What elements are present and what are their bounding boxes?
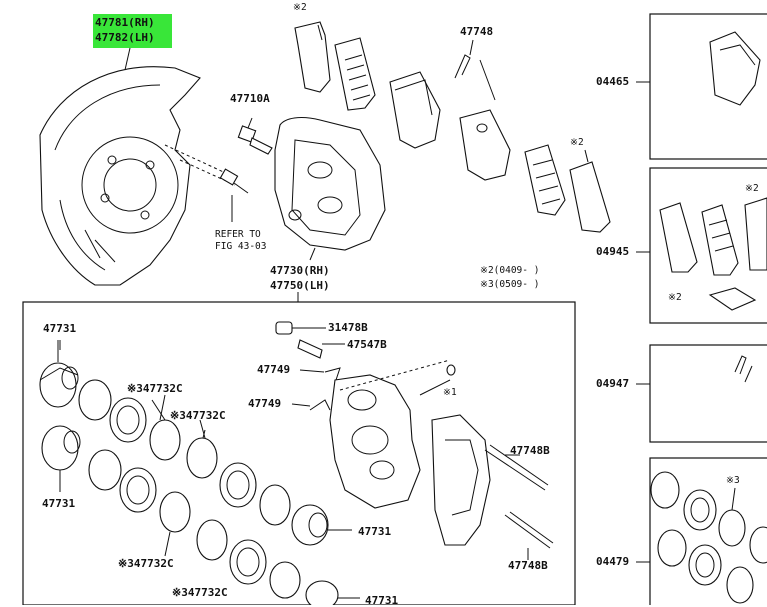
label-caliper-rh: 47730(RH): [270, 264, 330, 277]
label-47547b: 47547B: [347, 338, 387, 351]
label-refer-1: REFER TO: [215, 229, 261, 240]
bleeder-cap-31478b[interactable]: [275, 321, 326, 335]
seal-left-2[interactable]: [109, 397, 147, 443]
label-kit-04947: 04947: [596, 377, 630, 390]
kit-box-04465: [649, 13, 767, 160]
kit-04479-seals[interactable]: [650, 471, 767, 604]
label-note2-kit-b: ※2: [668, 292, 682, 303]
label-47732c-d: ※347732C: [172, 586, 228, 599]
label-note3-date: ※3(0509- ): [480, 279, 540, 290]
caliper-kit-box: [22, 301, 576, 605]
kit-box-04945: [649, 167, 767, 324]
seal-center-4[interactable]: [229, 539, 267, 585]
kit-04465-pad[interactable]: [709, 31, 761, 106]
label-47710a: 47710A: [230, 92, 270, 105]
brake-pad-shim-top-3[interactable]: [524, 144, 566, 216]
bleeder-plug-47547b[interactable]: [297, 339, 345, 359]
shield-bolt[interactable]: [219, 168, 249, 222]
seal-center-3[interactable]: [196, 519, 228, 561]
caliper-assembly-top[interactable]: [274, 116, 386, 261]
piston-center-2[interactable]: [305, 580, 360, 605]
brake-pad-shim-top-2[interactable]: [334, 37, 376, 111]
kit-04945-shims[interactable]: [659, 197, 767, 311]
caliper-bracket[interactable]: [431, 414, 491, 546]
seal-left-6[interactable]: [119, 467, 157, 513]
seal-left-7[interactable]: [159, 491, 191, 533]
label-47749-a: 47749: [257, 363, 291, 376]
seal-center-5[interactable]: [269, 561, 301, 599]
piston-left-bottom[interactable]: [41, 425, 81, 492]
label-47731-d: 47731: [365, 594, 399, 607]
seal-left-5[interactable]: [88, 449, 122, 491]
brake-pad-shim-top[interactable]: [294, 21, 331, 93]
caliper-body[interactable]: [329, 374, 451, 509]
clip-47749-a[interactable]: [324, 367, 341, 381]
label-31478b: 31478B: [328, 321, 368, 334]
label-shield-lh: 47782(LH): [95, 31, 155, 44]
dust-shield[interactable]: [39, 47, 201, 286]
clip-47749-b[interactable]: [309, 399, 331, 411]
kit-04947-clip[interactable]: [734, 355, 753, 383]
label-note1: ※1: [443, 387, 457, 398]
pin-47748b-top[interactable]: [484, 444, 549, 491]
label-47731-b: 47731: [42, 497, 76, 510]
kit-box-04479: [649, 457, 767, 605]
label-47732c-a: ※347732C: [127, 382, 183, 395]
piston-left-top[interactable]: [39, 340, 79, 408]
label-kit-04465: 04465: [596, 75, 630, 88]
label-47748b-a: 47748B: [510, 444, 550, 457]
part-number-highlight: [93, 14, 172, 48]
kit-box-04947: [649, 344, 767, 443]
label-47731-c: 47731: [358, 525, 392, 538]
label-kit-04479: 04479: [596, 555, 630, 568]
label-note2-kit: ※2: [745, 183, 759, 194]
seal-center-2[interactable]: [259, 484, 291, 526]
label-47732c-c: ※347732C: [118, 557, 174, 570]
label-refer-2: FIG 43-03: [215, 241, 267, 252]
seal-center-1[interactable]: [219, 462, 257, 508]
brake-pad-top[interactable]: [389, 71, 441, 149]
label-47749-b: 47749: [248, 397, 282, 410]
label-note2-date: ※2(0409- ): [480, 265, 540, 276]
label-caliper-lh: 47750(LH): [270, 279, 330, 292]
label-note3-kit: ※3: [726, 475, 740, 486]
piston-center-1[interactable]: [291, 504, 352, 546]
label-47748b-b: 47748B: [508, 559, 548, 572]
seal-left-4[interactable]: [186, 437, 218, 479]
seal-left-1[interactable]: [78, 379, 112, 421]
label-kit-04945: 04945: [596, 245, 630, 258]
pin-47748b-bottom[interactable]: [504, 511, 554, 560]
bolt-47710a[interactable]: [237, 117, 273, 155]
label-47731-a: 47731: [43, 322, 77, 335]
label-note2-top: ※2: [293, 2, 307, 13]
label-47732c-b: ※347732C: [170, 409, 226, 422]
brake-pad-shim-top-4[interactable]: [569, 149, 611, 233]
label-note2-mid: ※2: [570, 137, 584, 148]
bolt-cap-1[interactable]: [446, 364, 456, 376]
brake-pad-top-2[interactable]: [459, 109, 511, 181]
seal-left-3[interactable]: [149, 419, 181, 461]
label-47748: 47748: [460, 25, 494, 38]
clip-47748[interactable]: [454, 39, 496, 101]
label-shield-rh: 47781(RH): [95, 16, 155, 29]
